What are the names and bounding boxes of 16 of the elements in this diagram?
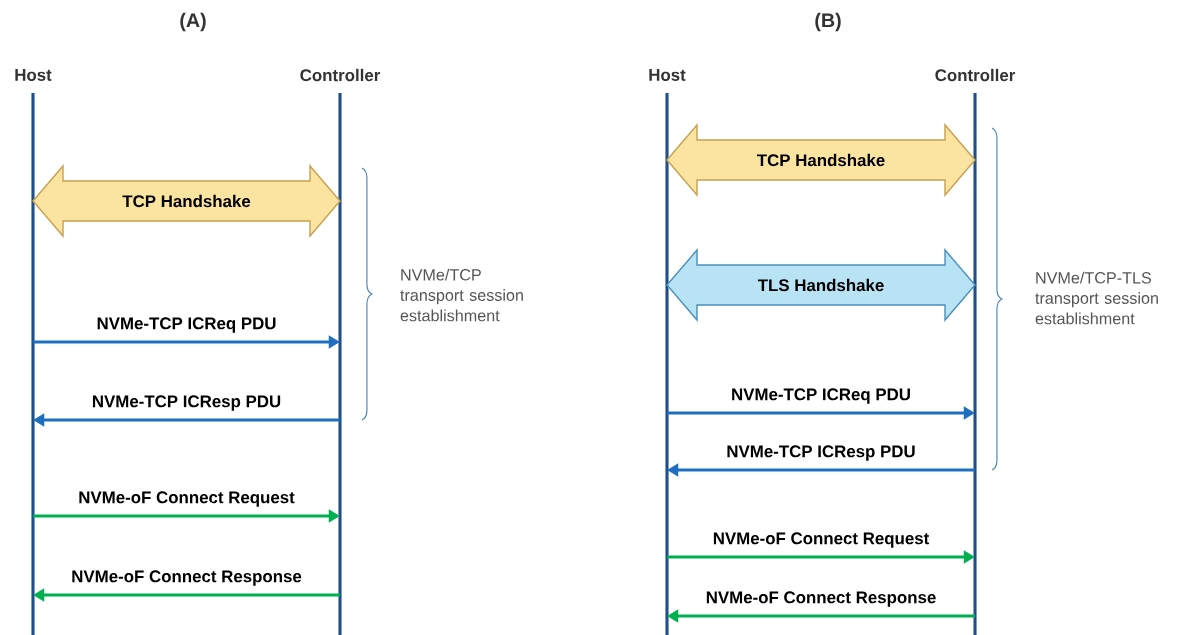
lifeline-label: Host (649, 69, 686, 81)
panel-title: (B) (815, 12, 841, 32)
panel-title: (A) (180, 12, 206, 32)
brace-note: NVMe/TCP-TLS transport session establishment (1035, 271, 1158, 325)
edge-label: NVMe-oF Connect Request (76, 489, 297, 509)
brace-note: NVMe/TCP transport session establishment (400, 268, 523, 322)
edge-label: NVMe-TCP ICResp PDU (90, 393, 283, 413)
edge-label: NVMe-TCP ICReq PDU (729, 386, 913, 406)
edge-label: NVMe-TCP ICReq PDU (95, 315, 278, 335)
edge-label: NVMe-oF Connect Response (69, 568, 304, 588)
lifeline-label: Controller (300, 68, 381, 82)
edge-label: NVMe-TCP ICResp PDU (724, 443, 918, 463)
edge-label: NVMe-oF Connect Request (711, 530, 931, 550)
lifeline-label: Host (15, 69, 52, 81)
edge-label: NVMe-oF Connect Response (704, 589, 938, 609)
lifeline-label: Controller (935, 68, 1016, 82)
